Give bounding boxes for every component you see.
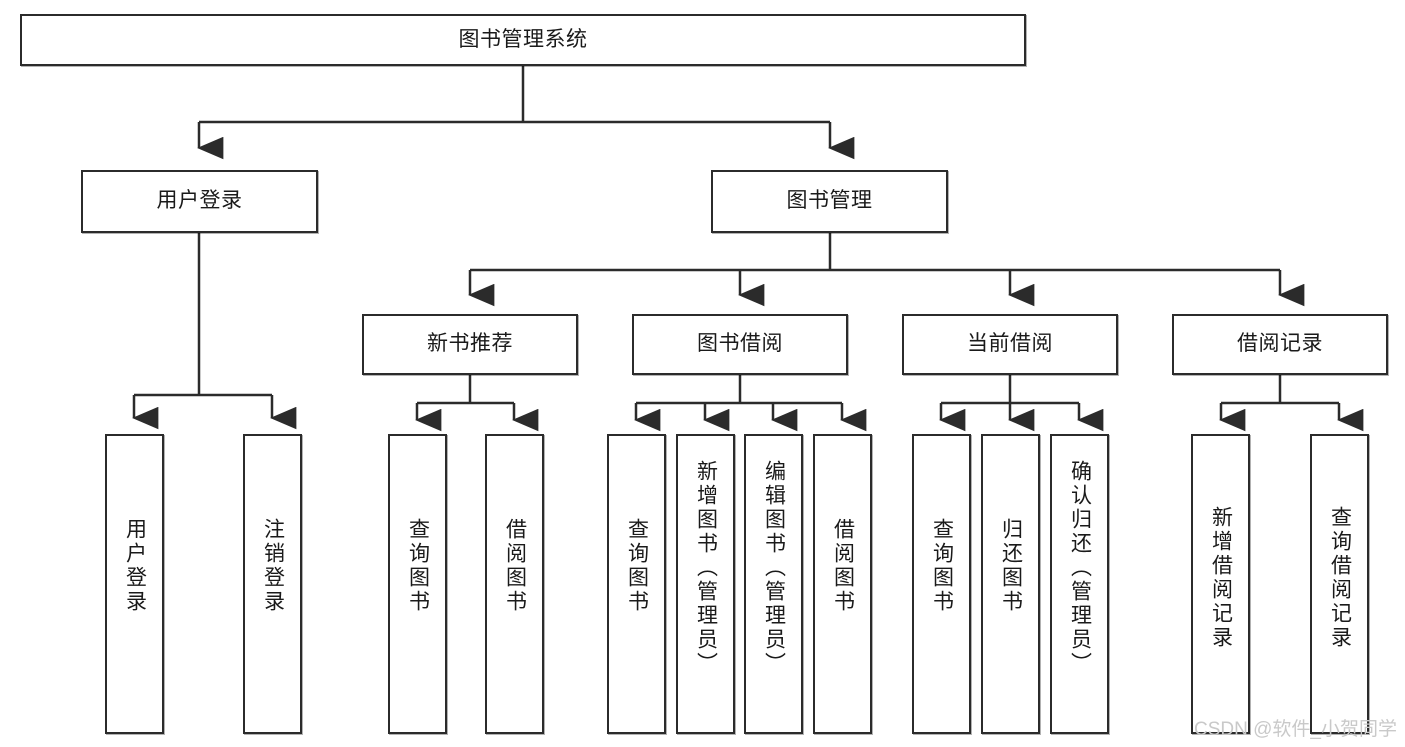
node-borrow-record[interactable]: 借阅记录 (1172, 314, 1388, 375)
node-current-borrow[interactable]: 当前借阅 (902, 314, 1118, 375)
node-label: 用户登录 (156, 189, 243, 213)
node-label: 当前借阅 (967, 332, 1053, 356)
node-label: 图书借阅 (697, 332, 783, 356)
node-label: 查询图书 (406, 518, 430, 614)
node-leaf-logout-login[interactable]: 注销登录 (243, 434, 302, 734)
edges-currentborrow-to-leaves (939, 375, 1104, 432)
node-leaf-edit-book-admin[interactable]: 编辑图书（管理员） (744, 434, 803, 734)
node-label: 新增图书（管理员） (694, 460, 718, 676)
node-root-book-management-system[interactable]: 图书管理系统 (20, 14, 1026, 66)
node-label: 图书管理 (786, 189, 873, 213)
node-leaf-add-borrow-record[interactable]: 新增借阅记录 (1191, 434, 1250, 734)
node-new-book-recommend[interactable]: 新书推荐 (362, 314, 578, 375)
node-book-borrow[interactable]: 图书借阅 (632, 314, 848, 375)
edges-booksmgmt-to-level3 (468, 233, 1305, 307)
node-leaf-borrow-book-2[interactable]: 借阅图书 (813, 434, 872, 734)
node-label: 新书推荐 (427, 332, 513, 356)
node-label: 编辑图书（管理员） (762, 460, 786, 676)
edges-newbook-to-leaves (415, 375, 539, 432)
node-label: 查询图书 (625, 518, 649, 614)
node-leaf-return-book[interactable]: 归还图书 (981, 434, 1040, 734)
edges-bookborrow-to-leaves (634, 375, 867, 432)
node-label: 用户登录 (123, 518, 147, 614)
node-label: 借阅记录 (1237, 332, 1323, 356)
node-leaf-query-book-3[interactable]: 查询图书 (912, 434, 971, 734)
node-book-management[interactable]: 图书管理 (711, 170, 948, 233)
node-leaf-confirm-return-admin[interactable]: 确认归还（管理员） (1050, 434, 1109, 734)
node-label: 查询借阅记录 (1328, 506, 1352, 650)
edges-borrowrecord-to-leaves (1219, 375, 1364, 432)
node-label: 注销登录 (261, 518, 285, 614)
edges-root-to-level2 (197, 66, 855, 160)
node-leaf-borrow-book-1[interactable]: 借阅图书 (485, 434, 544, 734)
node-label: 确认归还（管理员） (1068, 460, 1092, 676)
edges-userlogin-to-leaves (132, 233, 297, 430)
node-label: 图书管理系统 (458, 27, 588, 51)
node-label: 新增借阅记录 (1209, 506, 1233, 650)
node-leaf-user-login[interactable]: 用户登录 (105, 434, 164, 734)
node-user-login[interactable]: 用户登录 (81, 170, 318, 233)
node-label: 借阅图书 (503, 518, 527, 614)
node-leaf-query-borrow-record[interactable]: 查询借阅记录 (1310, 434, 1369, 734)
node-leaf-query-book-2[interactable]: 查询图书 (607, 434, 666, 734)
node-leaf-query-book-1[interactable]: 查询图书 (388, 434, 447, 734)
node-label: 归还图书 (999, 518, 1023, 614)
node-leaf-add-book-admin[interactable]: 新增图书（管理员） (676, 434, 735, 734)
watermark-text: CSDN @软件_小贺同学 (1194, 719, 1397, 740)
node-label: 借阅图书 (831, 518, 855, 614)
node-label: 查询图书 (930, 518, 954, 614)
